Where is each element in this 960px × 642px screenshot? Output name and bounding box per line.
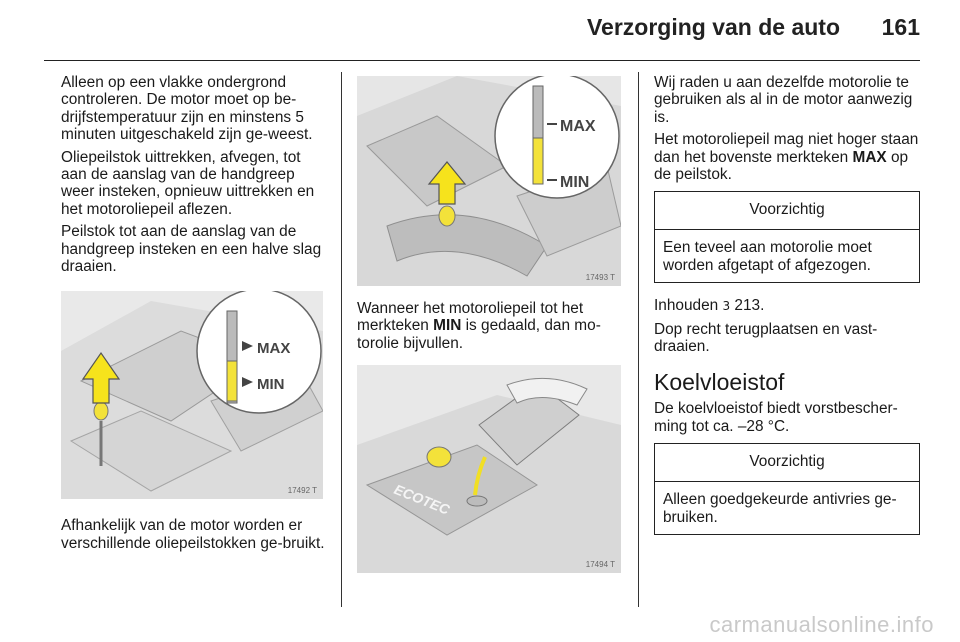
text-segment: is gedaald, dan mo-torolie bijvullen. (357, 317, 601, 352)
text-segment: Wanneer het motoroliepeil tot het merkte… (357, 300, 584, 335)
closeup-min-label: MIN (560, 174, 589, 191)
column-3: Wij raden u aan dezelfde motorolie te ge… (654, 74, 920, 549)
paragraph-capacities: Inhouden 3 213. (654, 297, 920, 315)
caution-heading: Voorzichtig (655, 192, 919, 231)
text-segment: op de peilstok. (654, 148, 909, 184)
caution-heading: Voorzichtig (655, 444, 919, 483)
figure-dipstick-closeup: MAX MIN 17493 T (357, 76, 621, 286)
dipstick-max-label: MAX (257, 340, 290, 357)
figure-code: 17493 T (585, 273, 615, 282)
paragraph-check-conditions: Alleen op een vlakke ondergrond controle… (61, 74, 313, 144)
column-2: MAX MIN 17493 T Wanneer het motoroliepei… (357, 76, 623, 574)
caution-box-coolant: Voorzichtig Alleen goedgekeurde antivrie… (654, 443, 920, 536)
paragraph-coolant-protection: De koelvloeistof biedt vorstbescher-ming… (654, 400, 898, 435)
paragraph-replace-cap: Dop recht terugplaatsen en vast-draaien. (654, 320, 878, 356)
paragraph-insert-dipstick: Peilstok tot aan de aanslag van de handg… (61, 223, 322, 276)
column-1: Alleen op een vlakke ondergrond controle… (61, 74, 329, 557)
page-number: 161 (881, 14, 920, 40)
text-segment: Inhouden (654, 297, 723, 315)
column-divider-1 (341, 72, 342, 607)
paragraph-max-level: Het motoroliepeil mag niet hoger staan d… (654, 131, 920, 183)
header-divider (44, 60, 920, 61)
figure-code: 17492 T (287, 486, 317, 496)
paragraph-refill-oil: Wanneer het motoroliepeil tot het merkte… (357, 300, 623, 352)
engine-dipstick-illustration: MAX MIN (61, 291, 323, 500)
figure-code: 17494 T (585, 560, 615, 570)
max-mark-bold: MAX (852, 148, 887, 166)
closeup-max-label: MAX (560, 118, 596, 135)
figure-refill-engine: ECOTEC 17494 T (357, 365, 621, 574)
engine-refill-illustration: ECOTEC (357, 365, 621, 574)
min-mark-bold: MIN (433, 317, 462, 335)
figure-dipstick-engine: MAX MIN 17492 T (61, 291, 323, 500)
paragraph-oil-recommendation: Wij raden u aan dezelfde motorolie te ge… (654, 74, 913, 126)
paragraph-dipstick-variants: Afhankelijk van de motor worden er versc… (61, 517, 325, 552)
page-reference-icon: 3 (722, 299, 731, 314)
page-header-title: Verzorging van de auto (586, 14, 840, 40)
engine-dipstick-closeup-illustration: MAX MIN (357, 76, 621, 286)
text-segment: Het motoroliepeil mag niet hoger staan d… (654, 131, 919, 166)
caution-body: Alleen goedgekeurde antivries ge-bruiken… (663, 491, 897, 526)
caution-box-oil: Voorzichtig Een teveel aan motorolie moe… (654, 191, 920, 284)
dipstick-min-label: MIN (257, 376, 285, 393)
caution-body: Een teveel aan motorolie moet worden afg… (663, 239, 872, 274)
column-divider-2 (638, 72, 639, 607)
page-reference-number: 213. (730, 297, 765, 315)
section-title-coolant: Koelvloeistof (654, 369, 785, 396)
paragraph-dipstick-procedure: Oliepeilstok uittrekken, afvegen, tot aa… (61, 148, 315, 218)
watermark-text: carmanualsonline.info (709, 612, 934, 637)
